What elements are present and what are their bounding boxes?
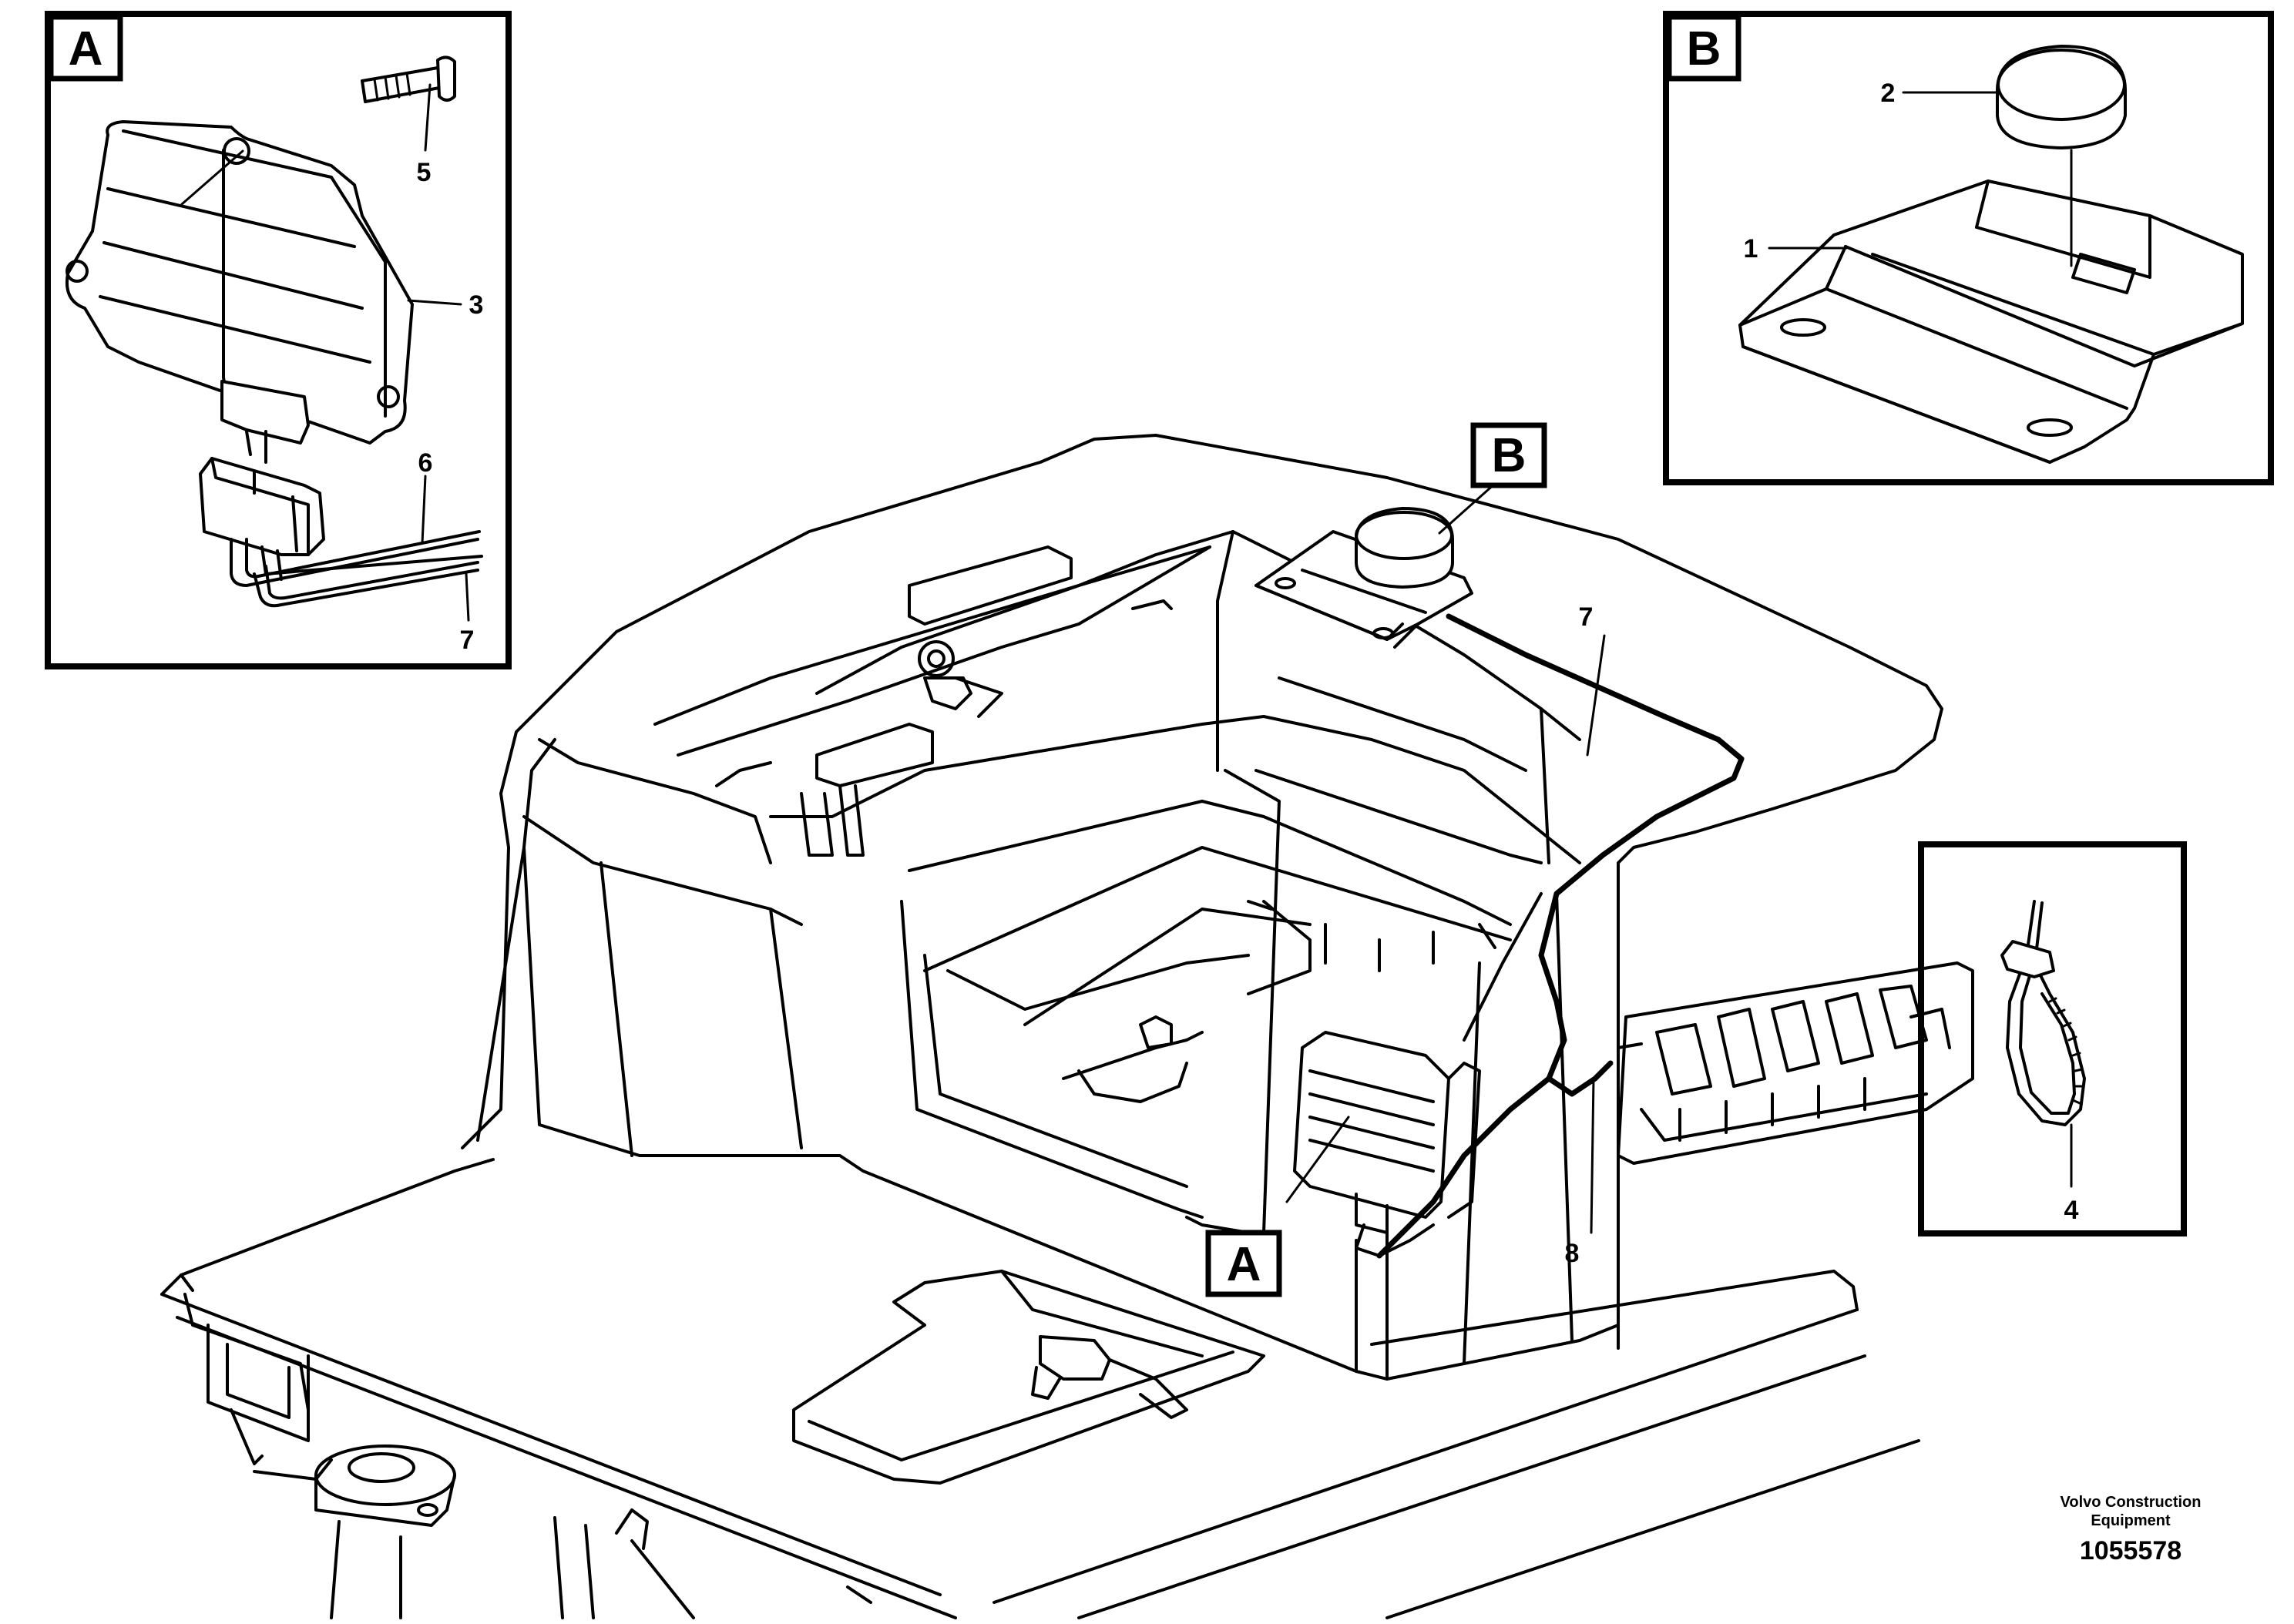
inset-a: A [45,11,512,669]
inset-cable-tie: 4 [1918,841,2187,1236]
inset-b-tag-box [1666,14,1741,82]
main-tag-a: A [1205,1230,1282,1297]
lower-deck [160,1158,1920,1619]
main-speaker-bracket [1254,507,1473,649]
main-tag-a-label: A [1227,1238,1261,1291]
leader-5 [424,83,432,152]
main-machine-view: B A 7 8 [160,422,1974,1619]
sensor-part-3 [65,120,414,464]
main-callout-7: 7 [1579,602,1594,632]
callout-6: 6 [418,448,433,478]
credit-line-1: Volvo Construction [2061,1494,2202,1511]
cable-parts-6-7 [230,530,483,608]
inset-b: B 2 1 [1663,11,2274,485]
speaker-part-2 [1995,45,2128,267]
main-tag-b: B [1470,422,1547,488]
connector [199,457,325,556]
leader-6 [421,475,427,545]
main-leaders [1285,468,1606,1234]
callout-7-inset: 7 [460,626,475,655]
credit-block: Volvo Construction Equipment 1055578 [2061,1494,2202,1565]
lower-frame-pivot [207,1324,872,1619]
wire-harness [1376,613,1745,1259]
cab-interior [653,530,1581,1234]
leader-screw-hole [180,149,244,206]
leader-3 [407,299,462,306]
part-number: 1055578 [2080,1536,2181,1565]
inset-tie-frame [1918,841,2187,1236]
cable-tie-part-4 [2000,900,2086,1126]
inset-b-tag: B [1687,22,1721,75]
callout-4: 4 [2064,1196,2079,1225]
leader-7 [465,572,470,622]
inset-a-tag: A [69,22,103,75]
callout-2: 2 [1881,79,1896,108]
screw-part-5 [361,55,456,103]
main-tag-b-label: B [1492,429,1527,482]
inset-a-frame [45,11,512,669]
credit-line-2: Equipment [2091,1512,2171,1529]
fuse-box [1617,961,1974,1165]
callout-1: 1 [1744,234,1758,263]
main-callout-8: 8 [1565,1239,1580,1268]
bracket-part-1 [1738,180,2244,464]
callout-5: 5 [417,158,432,187]
inset-a-tag-box [48,14,123,82]
cab-shell [461,434,1943,1381]
inset-b-frame [1663,11,2274,485]
callout-3: 3 [469,290,484,320]
main-sensor-unit [1293,1031,1481,1257]
